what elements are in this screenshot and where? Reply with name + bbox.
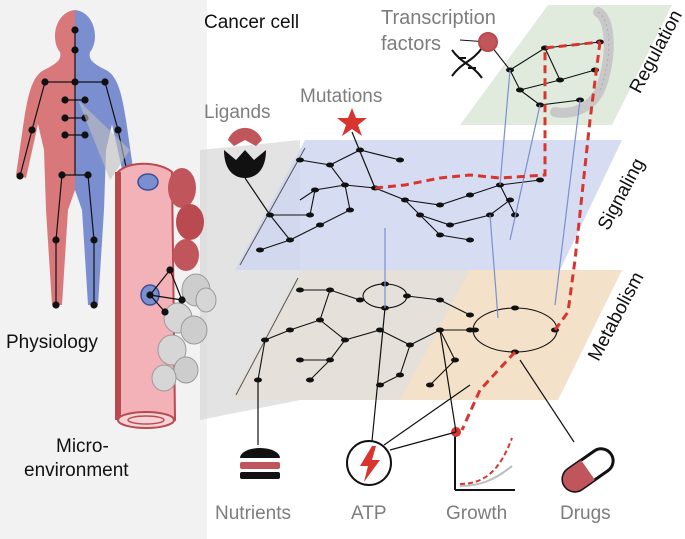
growth-curve-icon — [389, 329, 515, 491]
mutation-star-icon — [337, 108, 376, 189]
pill-icon — [519, 359, 615, 493]
regulation-plane — [460, 5, 672, 125]
metabolism-plane-gray — [230, 270, 470, 400]
plane-ladders — [235, 147, 306, 396]
drugs-label: Drugs — [560, 503, 611, 524]
dna-icon — [451, 32, 498, 79]
physiology-label: Physiology — [6, 332, 98, 353]
nutrients-label: Nutrients — [215, 503, 291, 524]
micro-label-1: Micro- — [56, 436, 109, 457]
micro-label-2: environment — [24, 460, 129, 481]
atp-label: ATP — [351, 503, 387, 524]
zoom-cone — [78, 100, 130, 180]
mutations-label: Mutations — [300, 86, 382, 107]
mutation-path — [374, 40, 602, 431]
transcription-label-2: factors — [381, 33, 441, 55]
cancer-cell-label: Cancer cell — [204, 12, 299, 33]
blood-vessel — [115, 162, 217, 429]
ligands-label: Ligands — [204, 102, 271, 123]
transcription-label-1: Transcription — [381, 7, 496, 29]
inter-layer-links — [384, 69, 581, 319]
metabolism-nodes — [254, 281, 559, 388]
ligand-receptor-icon — [224, 127, 271, 216]
chromosome-icon — [550, 7, 614, 118]
growth-label: Growth — [446, 503, 507, 524]
burger-icon — [240, 380, 280, 479]
signaling-nodes — [256, 147, 544, 253]
atp-bolt-icon — [346, 307, 471, 486]
